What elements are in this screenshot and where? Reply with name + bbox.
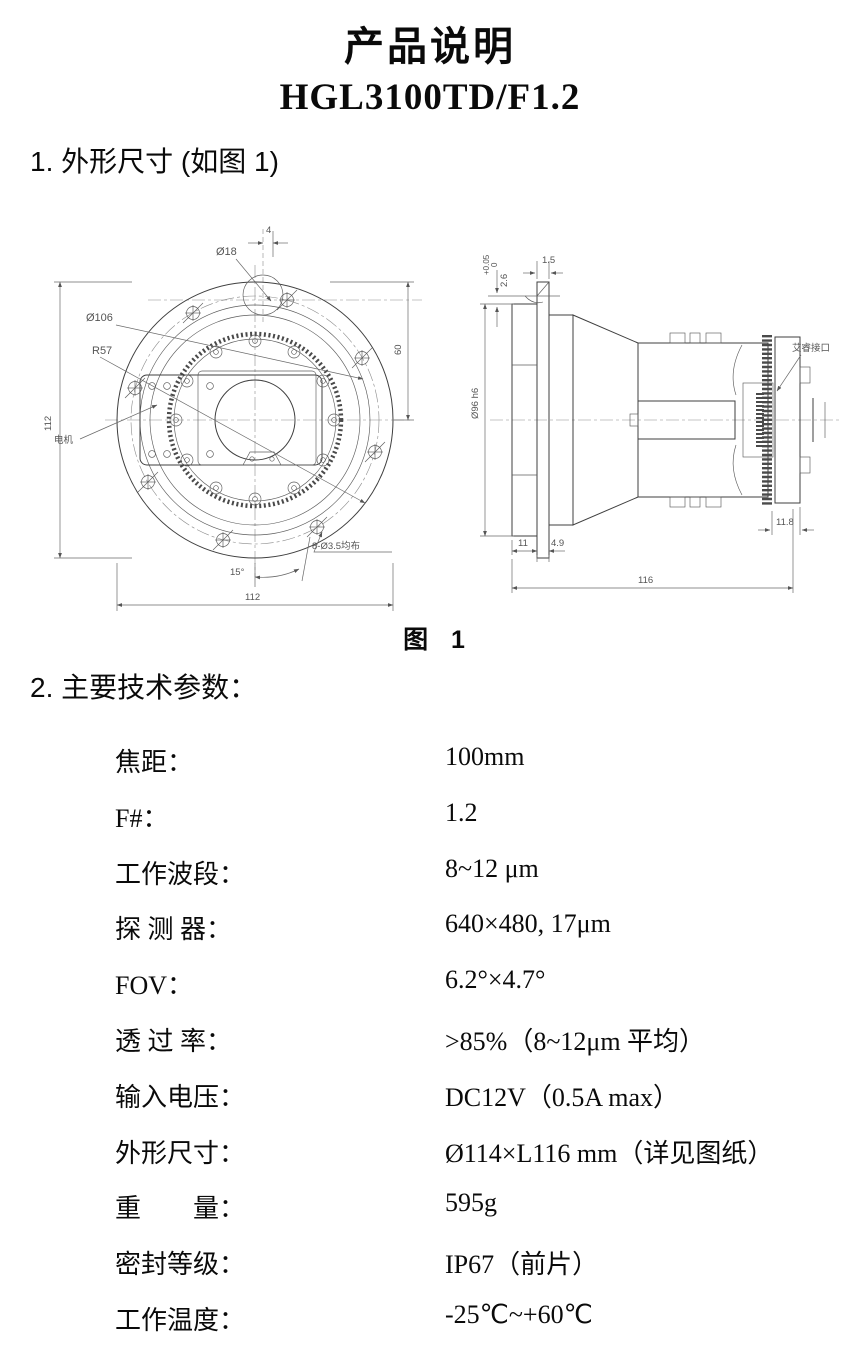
spec-value: 1.2 bbox=[445, 798, 478, 827]
spec-row: 密封等级： IP67（前片） bbox=[0, 1244, 860, 1284]
spec-label: 工作温度： bbox=[115, 1306, 246, 1335]
tol-label-lower: 0 bbox=[490, 262, 499, 267]
figure-caption: 图 1 bbox=[403, 626, 473, 654]
spec-row: 探 测 器： 640×480, 17μm bbox=[0, 909, 860, 949]
section-2-heading: 2. 主要技术参数： bbox=[30, 672, 258, 703]
spec-label: FOV： bbox=[115, 971, 194, 1000]
front-view-drawing: 4 Ø18 Ø106 R57 电机 112 60 112 15° 8 bbox=[43, 225, 422, 611]
dim-label-dia96: Ø96 h6 bbox=[470, 388, 481, 419]
product-model: HGL3100TD/F1.2 bbox=[279, 77, 581, 118]
dim-label-height-112: 112 bbox=[43, 416, 54, 431]
spec-label: 密封等级： bbox=[115, 1250, 246, 1279]
spec-value: -25℃~+60℃ bbox=[445, 1300, 593, 1329]
spec-value: 6.2°×4.7° bbox=[445, 965, 546, 994]
dim-label-116: 116 bbox=[638, 575, 653, 586]
dim-label-dia18: Ø18 bbox=[216, 246, 237, 258]
spec-row: 重 量： 595g bbox=[0, 1188, 860, 1228]
dim-label-offset-4: 4 bbox=[266, 225, 271, 236]
spec-value: 100mm bbox=[445, 742, 525, 771]
dim-label-11: 11 bbox=[518, 538, 528, 549]
spec-row: 工作温度： -25℃~+60℃ bbox=[0, 1300, 860, 1340]
spec-row: 焦距： 100mm bbox=[0, 742, 860, 782]
spec-label: 工作波段： bbox=[115, 860, 246, 889]
side-view-drawing: Ø96 h6 +0.05 0 2.6 1.5 艾睿接口 11.8 11 4.9 bbox=[470, 254, 840, 593]
spec-label: 重 量： bbox=[115, 1194, 246, 1223]
dim-label-dia106: Ø106 bbox=[86, 312, 113, 324]
spec-value: DC12V（0.5A max） bbox=[445, 1083, 680, 1112]
dim-label-angle15: 15° bbox=[230, 567, 245, 578]
spec-row: 透 过 率： >85%（8~12μm 平均） bbox=[0, 1021, 860, 1061]
spec-row: 工作波段： 8~12 μm bbox=[0, 854, 860, 894]
spec-row: 外形尺寸： Ø114×L116 mm（详见图纸） bbox=[0, 1133, 860, 1173]
spec-value: 640×480, 17μm bbox=[445, 909, 611, 938]
spec-row: 输入电压： DC12V（0.5A max） bbox=[0, 1077, 860, 1117]
spec-label: 透 过 率： bbox=[115, 1027, 233, 1056]
motor-callout: 电机 bbox=[54, 434, 74, 446]
dim-label-2-6: 2.6 bbox=[499, 274, 510, 287]
page-title: 产品说明 bbox=[344, 24, 516, 69]
holes-note: 8-Ø3.5均布 bbox=[312, 540, 360, 552]
spec-label: 外形尺寸： bbox=[115, 1139, 246, 1168]
spec-label: F#： bbox=[115, 804, 169, 833]
spec-value: >85%（8~12μm 平均） bbox=[445, 1027, 706, 1056]
spec-label: 焦距： bbox=[115, 748, 194, 777]
spec-value: 8~12 μm bbox=[445, 854, 539, 883]
spec-value: IP67（前片） bbox=[445, 1250, 599, 1279]
interface-callout: 艾睿接口 bbox=[792, 342, 830, 354]
dim-label-4-9: 4.9 bbox=[551, 538, 564, 549]
figure-1-drawing: 4 Ø18 Ø106 R57 电机 112 60 112 15° 8 bbox=[43, 225, 840, 611]
spec-row: F#： 1.2 bbox=[0, 798, 860, 838]
section-1-heading: 1. 外形尺寸 (如图 1) bbox=[30, 146, 279, 177]
tol-label-upper: +0.05 bbox=[482, 254, 491, 275]
spec-label: 输入电压： bbox=[115, 1083, 246, 1112]
spec-value: 595g bbox=[445, 1188, 497, 1217]
spec-row: FOV： 6.2°×4.7° bbox=[0, 965, 860, 1005]
dim-label-1-5: 1.5 bbox=[542, 255, 555, 266]
dim-label-60: 60 bbox=[393, 344, 404, 355]
dim-label-11-8: 11.8 bbox=[776, 517, 794, 528]
dim-label-width-112: 112 bbox=[245, 592, 260, 603]
dim-label-r57: R57 bbox=[92, 345, 112, 357]
spec-label: 探 测 器： bbox=[115, 915, 233, 944]
spec-value: Ø114×L116 mm（详见图纸） bbox=[445, 1139, 774, 1168]
